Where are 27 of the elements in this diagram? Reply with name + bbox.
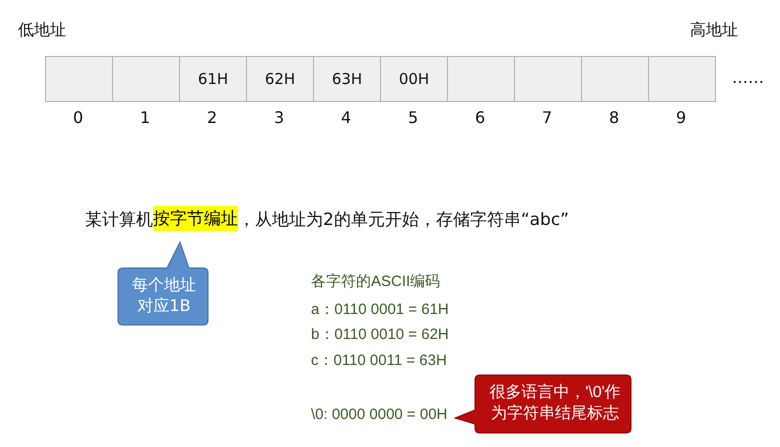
memory-cell: 61H — [179, 56, 247, 102]
memory-cell: 62H — [246, 56, 314, 102]
code-line: b：0110 0010 = 62H — [311, 325, 449, 344]
sentence-text: 某计算机 — [85, 208, 153, 230]
callout-bubble: 每个地址对应1B — [117, 240, 209, 326]
highlighted-text: 按字节编址 — [153, 206, 238, 231]
end-label: 高地址 — [690, 20, 738, 41]
address-number: 2 — [207, 108, 218, 127]
address-number: 7 — [542, 108, 552, 127]
sentence-text: ，从地址为2的单元开始，存储字符串“abc” — [238, 208, 569, 230]
address-number: 9 — [676, 108, 686, 127]
address-number: 0 — [73, 108, 84, 127]
address-number: 8 — [609, 108, 620, 127]
ellipsis: …… — [732, 68, 764, 87]
memory-cell: 63H — [313, 56, 381, 102]
callout-bubble: 很多语言中，'\0'作为字符串结尾标志 — [452, 374, 632, 434]
address-number: 6 — [475, 108, 486, 127]
address-number: 3 — [274, 108, 284, 127]
code-line: \0: 0000 0000 = 00H — [311, 406, 448, 423]
code-line: a：0110 0001 = 61H — [311, 300, 449, 319]
address-number: 1 — [140, 108, 150, 127]
heading-text: 各字符的ASCII编码 — [311, 272, 440, 291]
end-label: 低地址 — [18, 20, 66, 41]
address-number: 4 — [341, 108, 352, 127]
memory-cell: 00H — [380, 56, 448, 102]
code-line: c：0110 0011 = 63H — [311, 351, 447, 370]
address-number: 5 — [408, 108, 418, 127]
